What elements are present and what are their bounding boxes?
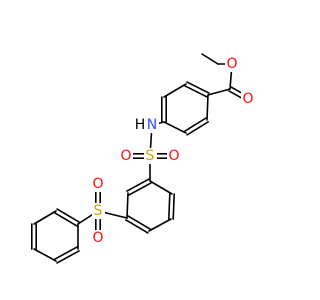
bond-ring1-ab	[206, 94, 209, 121]
bond-ring3-ef	[33, 210, 57, 225]
bond-ring3-bc-a	[54, 246, 78, 260]
atom-ester-carbonyl-oxygen: O	[241, 91, 255, 107]
atom-sulfone-sulfur: S	[92, 203, 105, 219]
bond-ring2-bc-a	[168, 193, 171, 220]
bond-ring1-bc-b	[186, 121, 209, 136]
sulfone-sulfur-label: S	[94, 203, 103, 219]
bond-ring1-fa-b	[186, 81, 210, 94]
bond-ring1-fa-a	[184, 85, 208, 98]
bond-ring1-bc-a	[184, 117, 207, 132]
structure-canvas: O O N H S O O S O	[30, 53, 255, 264]
molecule-drawing: O O N H S O O S O	[30, 53, 255, 264]
bond-ring1-ef	[163, 83, 187, 98]
bond-ring2-bc-b	[172, 193, 175, 220]
bond-ring2-ab	[149, 180, 173, 195]
atom-sulfone-oxygen-top: O	[91, 176, 105, 192]
ester-ether-oxygen-label: O	[226, 56, 237, 72]
bond-ring3-fa-b	[56, 208, 80, 223]
sulfone-oxygen-top-label: O	[92, 176, 103, 192]
bond-ring2-ef	[126, 192, 129, 219]
bond-ring2-de-a	[127, 215, 151, 230]
bond-ring3-fa-a	[54, 212, 78, 227]
bond-ring3-cd	[33, 248, 57, 262]
sulfonamide-oxygen-left-label: O	[120, 148, 131, 164]
atom-amide-nitrogen: N H	[133, 117, 159, 133]
bond-ring2-cd	[148, 218, 172, 232]
sulfone-oxygen-bottom-label: O	[92, 230, 103, 246]
atom-sulfonamide-oxygen-left: O	[119, 148, 133, 164]
bond-ring1-cd	[163, 121, 187, 134]
amide-nitrogen-label: N	[147, 117, 157, 133]
atom-sulfonamide-oxygen-right: O	[167, 148, 181, 164]
bond-ring2-fa-a	[128, 182, 152, 196]
atom-sulfonamide-sulfur: S	[144, 148, 157, 164]
sulfonamide-sulfur-label: S	[146, 148, 155, 164]
bond-ester-ring	[207, 88, 231, 96]
bond-ring3-bc-b	[56, 250, 80, 264]
bond-ring2-fa-b	[126, 178, 150, 192]
bond-ethyl-cc	[201, 53, 219, 65]
atom-ester-ether-oxygen: O	[225, 56, 239, 72]
bond-ring2-de-b	[125, 219, 149, 234]
atom-label-layer: O O N H S O O S O	[91, 56, 255, 246]
bond-layer	[30, 53, 250, 264]
ester-carbonyl-oxygen-label: O	[242, 91, 253, 107]
amide-hydrogen-label: H	[135, 117, 146, 133]
sulfonamide-oxygen-right-label: O	[168, 148, 179, 164]
atom-sulfone-oxygen-bottom: O	[91, 230, 105, 246]
